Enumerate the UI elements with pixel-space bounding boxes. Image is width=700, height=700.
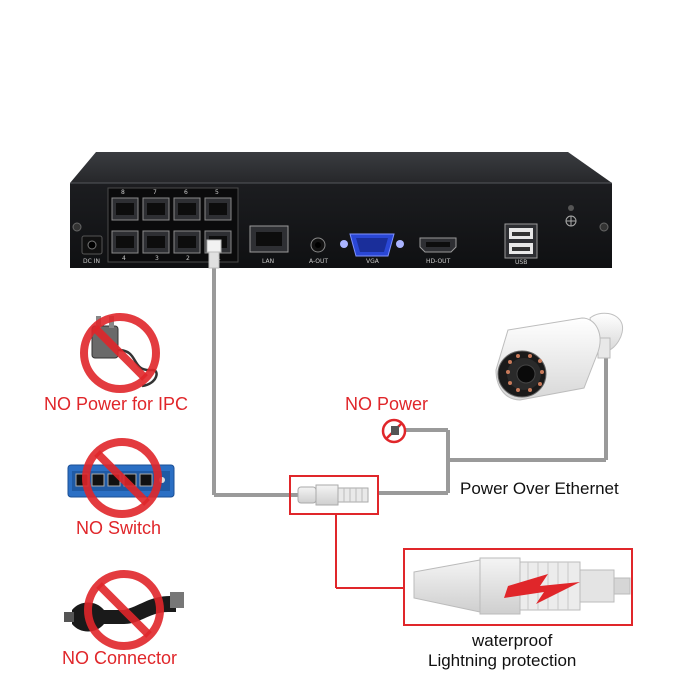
prohibited-icon bbox=[84, 570, 164, 650]
prohibited-icon bbox=[82, 438, 162, 518]
rj45-ports bbox=[111, 197, 232, 254]
callout-lines bbox=[335, 514, 404, 589]
lightning-protection-icon bbox=[413, 557, 631, 615]
hd-out-label: HD-OUT bbox=[426, 258, 451, 265]
no-connector-label: NO Connector bbox=[62, 648, 178, 668]
nvr-device bbox=[70, 152, 612, 268]
reset-button-icon bbox=[568, 205, 574, 211]
screw-icon bbox=[599, 222, 609, 232]
port-label-2: 2 bbox=[186, 255, 190, 262]
prohibited-icon bbox=[80, 313, 160, 393]
lightning-protection-box bbox=[403, 548, 633, 626]
port-label-4: 4 bbox=[122, 255, 126, 262]
waterproof-label: waterproof bbox=[472, 631, 553, 650]
port-label-1: 1 bbox=[217, 255, 221, 262]
hdmi-port bbox=[419, 237, 457, 253]
connector-highlight-box bbox=[289, 475, 379, 515]
port-label-7: 7 bbox=[153, 189, 157, 196]
screw-icon bbox=[72, 222, 82, 232]
port-label-5: 5 bbox=[215, 189, 219, 196]
port-label-3: 3 bbox=[155, 255, 159, 262]
no-switch-label: NO Switch bbox=[76, 518, 162, 538]
vga-label: VGA bbox=[366, 258, 379, 265]
nvr-top-face bbox=[70, 152, 612, 183]
port-label-6: 6 bbox=[184, 189, 188, 196]
rj45-plug bbox=[206, 239, 222, 269]
usb-ports bbox=[504, 223, 538, 259]
vga-port bbox=[340, 233, 404, 257]
dc-in-label: DC IN bbox=[83, 258, 100, 265]
no-power-for-ipc-label: NO Power for IPC bbox=[44, 394, 189, 414]
port-label-8: 8 bbox=[121, 189, 125, 196]
cable-lines bbox=[212, 268, 608, 497]
waterproof-connector-icon bbox=[297, 484, 369, 506]
power-over-ethernet-label: Power Over Ethernet bbox=[460, 479, 619, 498]
ip-camera-icon bbox=[495, 312, 624, 401]
lightning-bolt-icon bbox=[504, 574, 580, 604]
lan-label: LAN bbox=[262, 258, 275, 265]
no-power-label: NO Power bbox=[345, 394, 429, 414]
lightning-protection-label: Lightning protection bbox=[428, 651, 577, 670]
usb-label: USB bbox=[515, 259, 528, 266]
a-out-label: A-OUT bbox=[309, 258, 329, 265]
no-power-icon bbox=[381, 418, 407, 444]
